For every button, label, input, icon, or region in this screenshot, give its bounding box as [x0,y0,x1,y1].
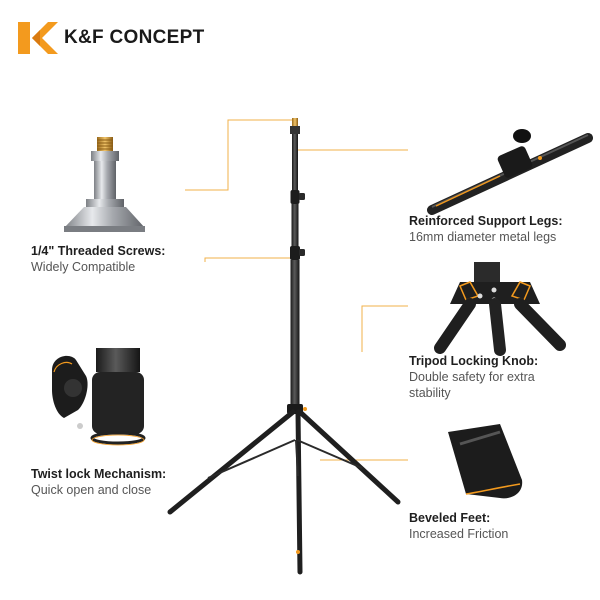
feature-title: Beveled Feet: [409,511,491,525]
leader-lines [185,119,408,461]
feature-subtitle-line-1: Double safety for extra [409,370,535,384]
feature-twist-lock: Twist lock Mechanism: Quick open and clo… [31,466,166,498]
feature-title: Reinforced Support Legs: [409,214,563,228]
light-stand [167,118,401,575]
beveled-feet-detail [448,424,523,499]
feature-subtitle: Widely Compatible [31,260,136,274]
feature-title: Tripod Locking Knob: [409,354,539,368]
feature-reinforced-legs: Reinforced Support Legs: 16mm diameter m… [409,213,562,245]
feature-subtitle: 16mm diameter metal legs [409,230,557,244]
brand-name: K&F CONCEPT [64,27,205,48]
reinforced-leg-detail [427,129,593,215]
feature-subtitle: Quick open and close [31,483,152,497]
brand-logo: K&F CONCEPT [18,22,205,54]
twist-lock-detail [52,348,146,446]
threaded-screw-detail [64,137,145,232]
feature-locking-knob: Tripod Locking Knob: Double safety for e… [409,353,538,401]
feature-title: 1/4" Threaded Screws: [31,244,166,258]
feature-threaded-screws: 1/4" Threaded Screws: Widely Compatible [31,243,165,275]
feature-subtitle: Increased Friction [409,527,509,541]
kf-logo-icon [18,22,58,54]
feature-title: Twist lock Mechanism: [31,467,167,481]
tripod-knob-detail [434,262,566,356]
feature-beveled-feet: Beveled Feet: Increased Friction [409,510,508,542]
feature-subtitle-line-2: stability [409,386,451,400]
